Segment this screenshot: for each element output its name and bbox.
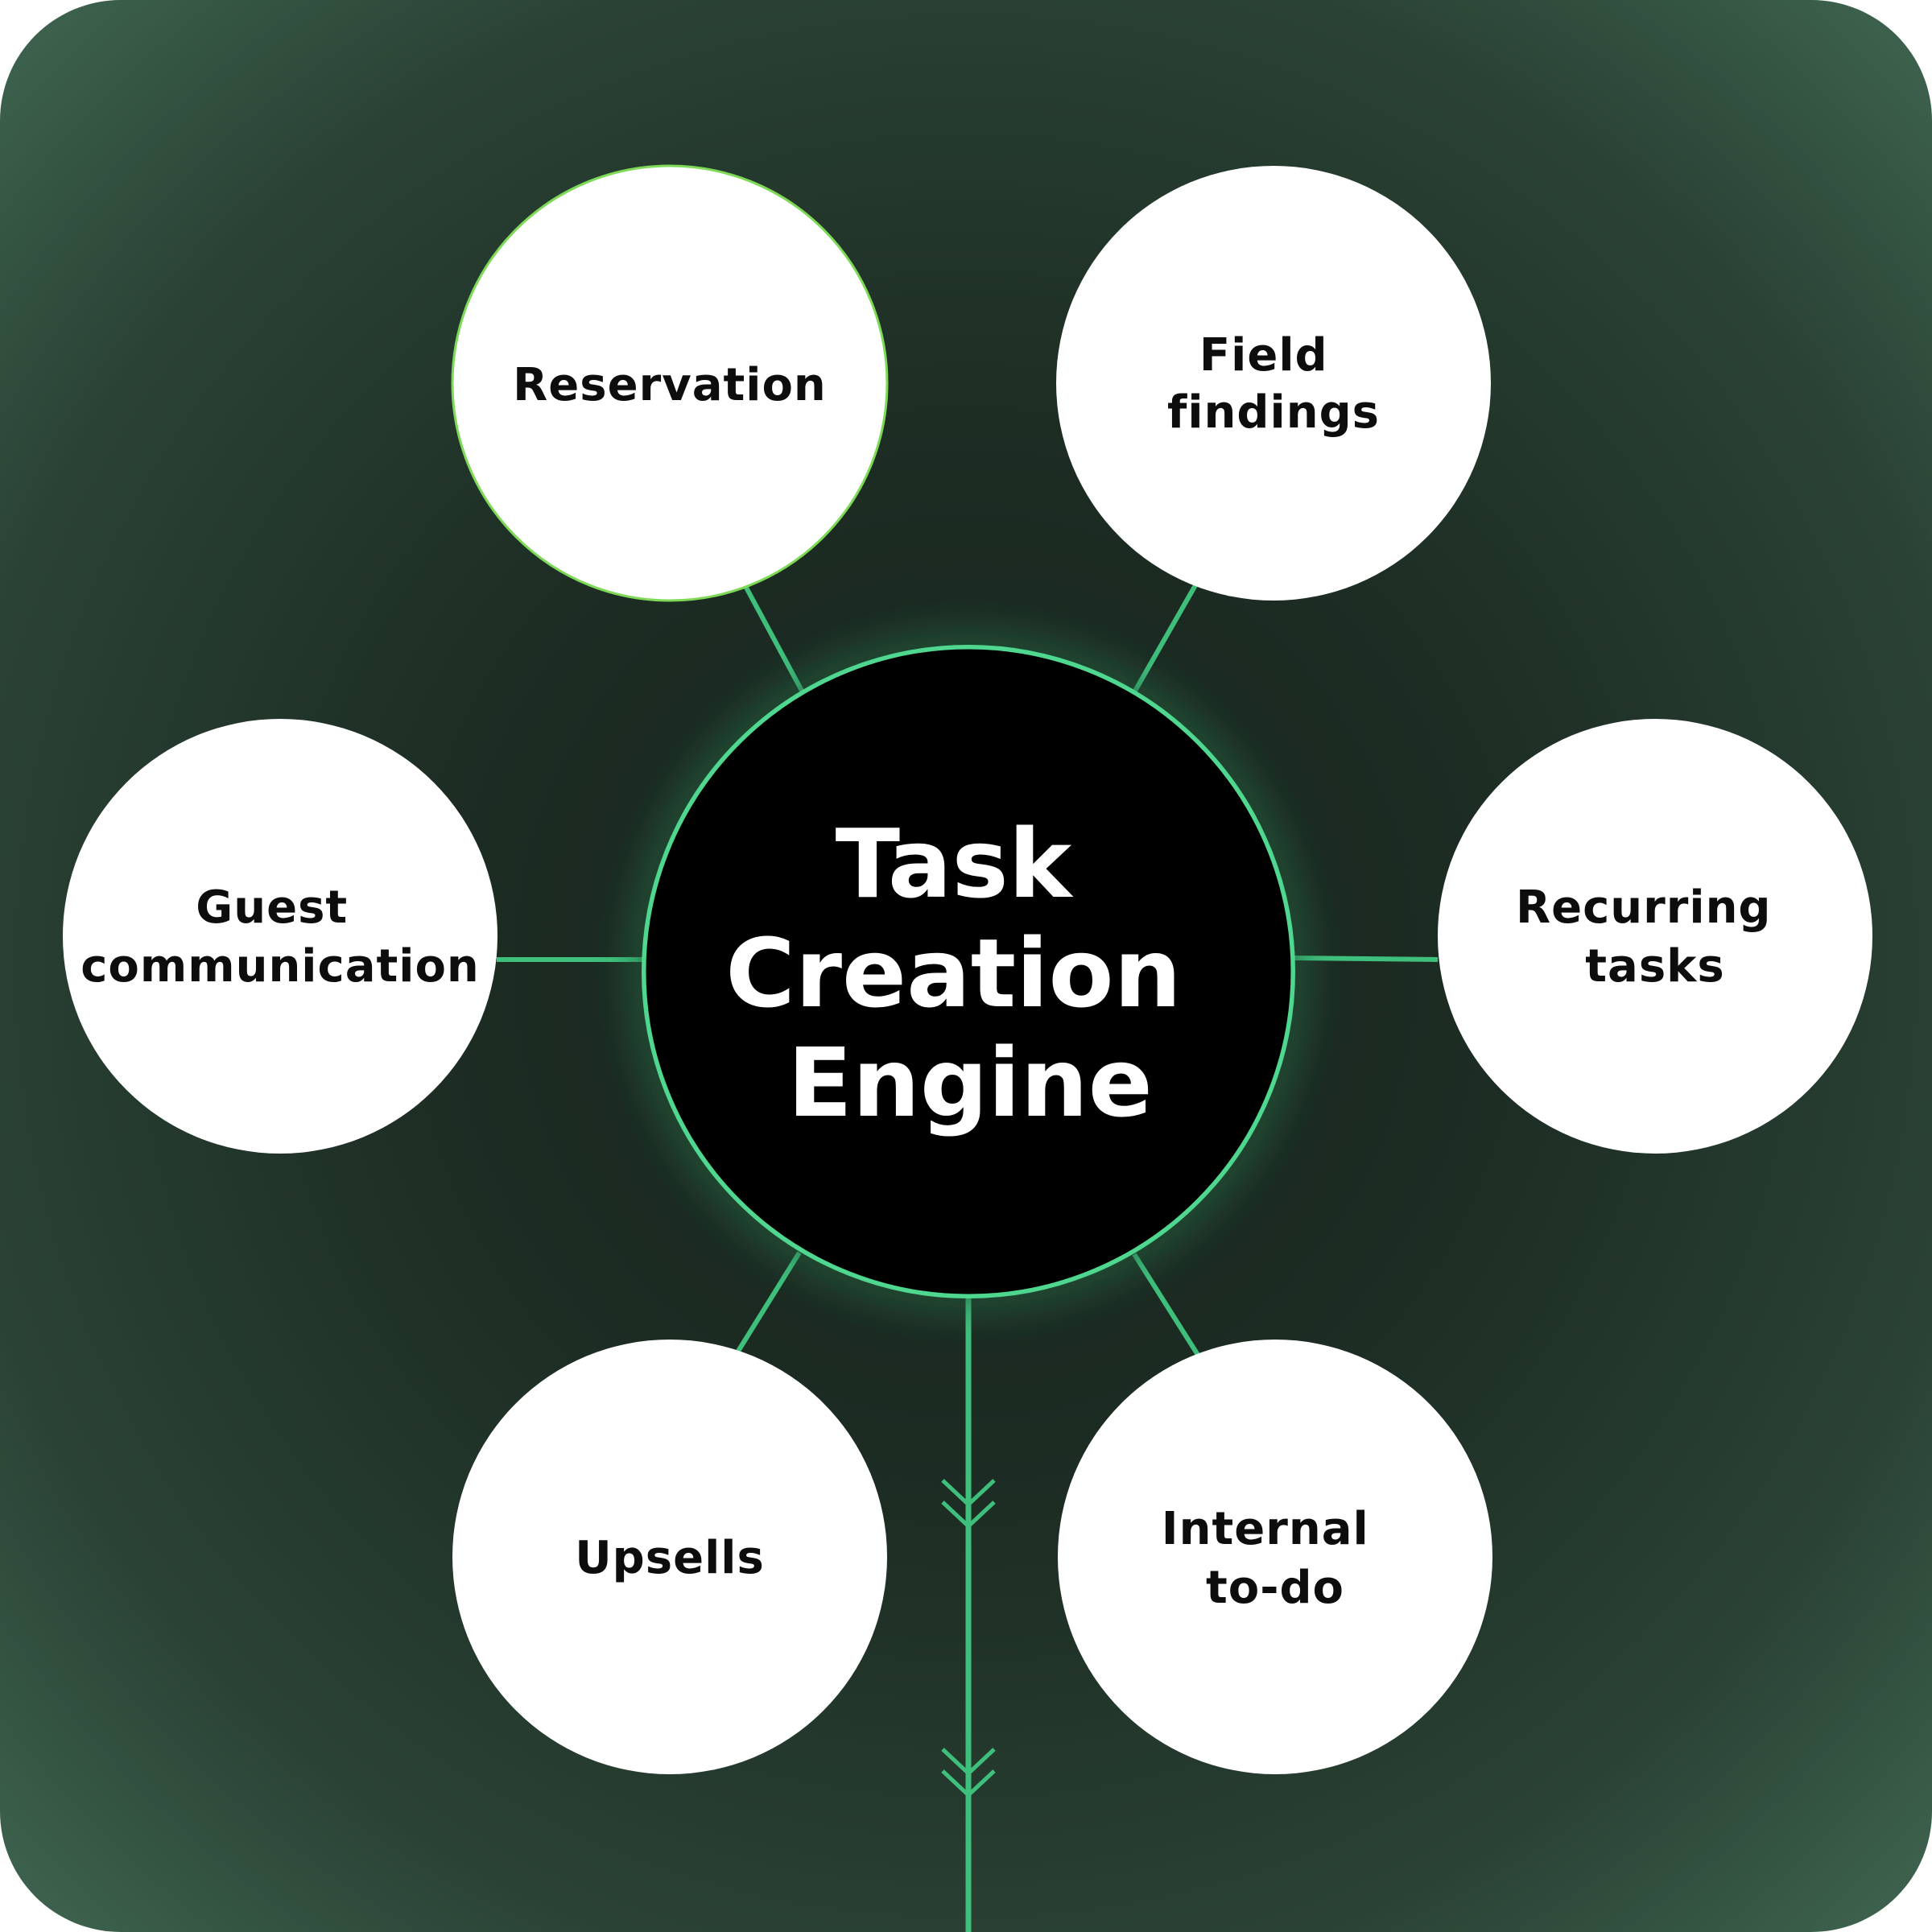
node-label: Recurring tasks xyxy=(1516,881,1788,993)
hub-title: Task Creation Engine xyxy=(725,808,1214,1138)
connector-reservation xyxy=(743,584,804,692)
node-label-line: to-do xyxy=(1206,1562,1344,1614)
node-label-line: Field xyxy=(1199,329,1328,382)
node-label-line: Guest xyxy=(196,881,348,934)
node-upsells: Upsells xyxy=(452,1340,887,1774)
chevron-down-icon xyxy=(941,1748,996,1777)
node-label-line: findings xyxy=(1167,386,1380,439)
node-label-line: Upsells xyxy=(575,1532,765,1584)
node-reservation: Reservation xyxy=(451,164,889,602)
hub-title-line-1: Task xyxy=(836,808,1074,919)
chevron-down-icon xyxy=(941,1501,996,1530)
connector-recurring-tasks xyxy=(1291,956,1439,962)
node-circle xyxy=(1438,719,1872,1154)
hub-title-line-2: Creation xyxy=(725,918,1181,1029)
node-label: Field findings xyxy=(1167,329,1380,439)
node-field-findings: Field findings xyxy=(1056,166,1491,601)
node-circle xyxy=(1058,1340,1492,1774)
hub-title-line-3: Engine xyxy=(787,1027,1153,1138)
node-internal-to-do: Internal to-do xyxy=(1058,1340,1492,1774)
hub-circle xyxy=(642,645,1295,1298)
node-label: Internal to-do xyxy=(1162,1503,1385,1614)
flow-arrows xyxy=(941,1479,996,1798)
connector-internal-to-do xyxy=(1132,1253,1200,1356)
node-label: Upsells xyxy=(575,1532,765,1584)
node-label-line: Reservation xyxy=(513,359,827,411)
connectors xyxy=(497,584,1439,1932)
node-circle xyxy=(452,1340,887,1774)
connector-field-findings xyxy=(1132,584,1198,694)
node-label-line: communication xyxy=(80,940,480,993)
node-recurring-tasks: Recurring tasks xyxy=(1438,719,1872,1154)
node-circle xyxy=(1056,166,1491,601)
node-label-line: tasks xyxy=(1585,940,1724,993)
node-label: Guest communication xyxy=(80,881,480,993)
hub: Task Creation Engine xyxy=(642,645,1295,1298)
connector-upsells xyxy=(735,1251,802,1354)
node-label-line: Recurring xyxy=(1516,881,1772,934)
chevron-down-icon xyxy=(941,1479,996,1508)
node-label: Reservation xyxy=(513,359,827,411)
node-label-line: Internal xyxy=(1162,1503,1369,1555)
chevron-down-icon xyxy=(941,1769,996,1798)
node-guest-communication: Guest communication xyxy=(63,719,497,1154)
node-circle xyxy=(63,719,497,1154)
node-circle xyxy=(451,164,889,602)
